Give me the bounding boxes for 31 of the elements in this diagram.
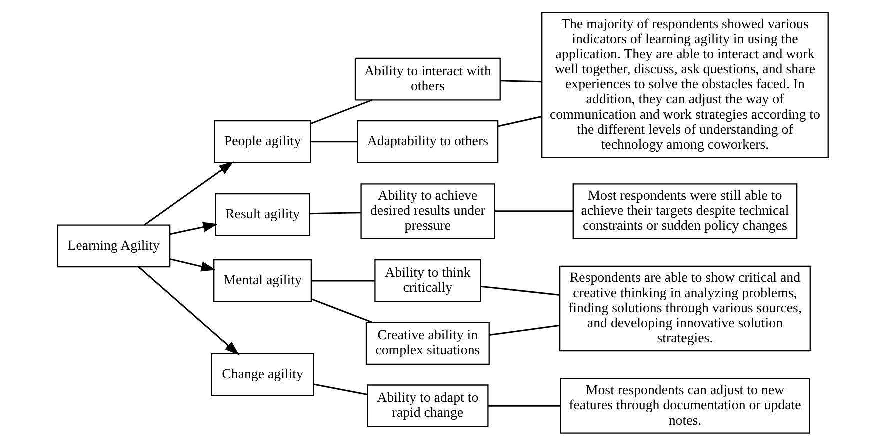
connector: [494, 210, 573, 212]
connector: [313, 384, 368, 396]
node-box: People agility: [214, 120, 311, 164]
node-box: Most respondents were still able to achieve their targets despite technical constraints or sudden policy changes: [572, 184, 798, 240]
node-box: Respondents are able to show critical and creative thinking in analyzing problems, finding solutions through various sources, and developing innovative solution strategies.: [558, 266, 810, 352]
node-box: Ability to achieve desired results under pressure: [360, 184, 495, 240]
node-box: Learning Agility: [56, 224, 170, 268]
node-box: Result agility: [214, 193, 310, 236]
connector: [500, 80, 542, 83]
connector: [497, 116, 542, 128]
node-box: Change agility: [210, 353, 314, 396]
connector: [310, 298, 372, 324]
node-box: Ability to interact with others: [354, 58, 500, 101]
connector: [480, 286, 560, 296]
node-box: Creative ability in complex situations: [365, 322, 490, 365]
node-box: The majority of respondents showed various indicators of learning agility in using the application. They are able to interact and work well together, discuss, ask questions, and share experiences to solve the obstacles faced. In addition, they can adjust the way of communication and work strategies according to the different levels of understanding of technology among coworkers.: [541, 12, 828, 158]
connector: [309, 212, 361, 215]
arrow: [170, 222, 218, 236]
node-box: Ability to adapt to rapid change: [366, 384, 488, 428]
connector: [488, 405, 560, 407]
node-box: Mental agility: [213, 260, 312, 302]
arrow: [170, 258, 216, 272]
connector: [488, 324, 560, 336]
node-box: Ability to think critically: [374, 260, 481, 302]
node-box: Adaptability to others: [356, 120, 498, 164]
arrow: [138, 266, 239, 356]
connector: [310, 280, 374, 282]
node-box: Most respondents can adjust to new features through documentation or update notes.: [560, 378, 810, 434]
arrow: [144, 162, 234, 226]
connector: [310, 100, 372, 124]
connector: [310, 141, 358, 143]
